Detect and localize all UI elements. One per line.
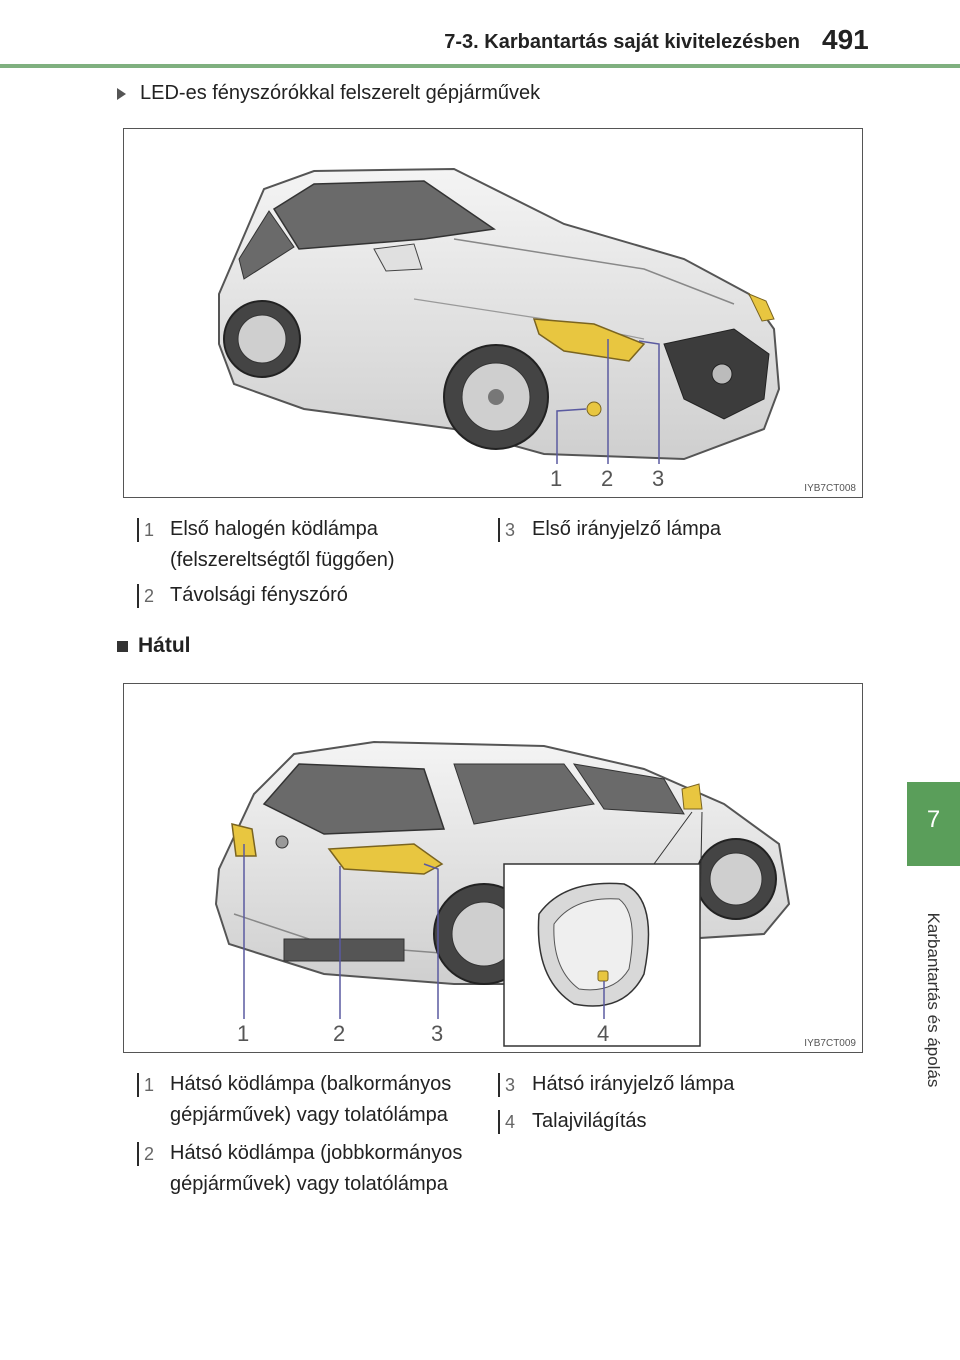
header-rule bbox=[0, 64, 960, 68]
square-bullet-icon bbox=[117, 640, 128, 652]
rear-heading-text: Hátul bbox=[138, 634, 191, 657]
front-callout-2: 2 bbox=[601, 466, 613, 491]
triangle-bullet-icon bbox=[117, 87, 126, 100]
rear-callout-2: 2 bbox=[333, 1021, 345, 1046]
front-legend-num-3: 3 bbox=[498, 518, 520, 542]
front-legend-3-line-1: Első irányjelző lámpa bbox=[532, 518, 721, 540]
rear-legend-num-3: 3 bbox=[498, 1073, 520, 1097]
front-legend-2-line-1: Távolsági fényszóró bbox=[170, 584, 348, 606]
front-callout-1: 1 bbox=[550, 466, 562, 491]
front-legend-num-2: 2 bbox=[137, 584, 159, 608]
chapter-title: 7-3. Karbantartás saját kivitelezésben bbox=[444, 31, 800, 53]
front-subheading-text: LED-es fényszórókkal felszerelt gépjármű… bbox=[140, 82, 541, 104]
rear-legend-2-line-1: Hátsó ködlámpa (jobbkormányos bbox=[170, 1142, 463, 1164]
front-legend-1-line-1: Első halogén ködlámpa bbox=[170, 518, 378, 540]
chapter-side-label: Karbantartás és ápolás bbox=[924, 912, 943, 1088]
rear-legend-num-2: 2 bbox=[137, 1142, 159, 1166]
rear-legend-1-line-1: Hátsó ködlámpa (balkormányos bbox=[170, 1073, 452, 1095]
rear-heading: Hátul bbox=[117, 634, 191, 658]
rear-legend-num-4: 4 bbox=[498, 1110, 520, 1134]
rear-legend-4-line-1: Talajvilágítás bbox=[532, 1110, 647, 1132]
rear-legend-2-line-2: gépjárművek) vagy tolatólámpa bbox=[170, 1173, 448, 1195]
front-legend-item-1: Első halogén ködlámpa (felszereltségtől … bbox=[170, 514, 395, 576]
front-legend-item-3: Első irányjelző lámpa bbox=[532, 514, 721, 545]
rear-car-illustration: 1 2 3 4 bbox=[214, 740, 791, 1047]
front-car-figure: 1 2 3 IYB7CT008 bbox=[123, 128, 863, 498]
rear-callout-4: 4 bbox=[597, 1021, 609, 1046]
front-figure-code: IYB7CT008 bbox=[804, 483, 856, 494]
rear-callout-1: 1 bbox=[237, 1021, 249, 1046]
rear-legend-item-2: Hátsó ködlámpa (jobbkormányos gépjárműve… bbox=[170, 1138, 462, 1200]
front-car-illustration: 1 2 3 bbox=[218, 167, 781, 491]
rear-legend-item-3: Hátsó irányjelző lámpa bbox=[532, 1069, 734, 1100]
rear-legend-item-4: Talajvilágítás bbox=[532, 1106, 647, 1137]
front-legend-1-line-2: (felszereltségtől függően) bbox=[170, 549, 395, 571]
chapter-tab-number: 7 bbox=[926, 806, 941, 833]
rear-legend-num-1: 1 bbox=[137, 1073, 159, 1097]
page-number: 491 bbox=[822, 24, 869, 55]
rear-legend-item-1: Hátsó ködlámpa (balkormányos gépjárművek… bbox=[170, 1069, 451, 1131]
front-legend-num-1: 1 bbox=[137, 518, 159, 542]
front-callout-3: 3 bbox=[652, 466, 664, 491]
front-subheading: LED-es fényszórókkal felszerelt gépjármű… bbox=[117, 82, 540, 105]
rear-car-figure: 1 2 3 4 IYB7CT009 bbox=[123, 683, 863, 1053]
rear-figure-code: IYB7CT009 bbox=[804, 1038, 856, 1049]
chapter-tab bbox=[907, 782, 960, 866]
rear-legend-3-line-1: Hátsó irányjelző lámpa bbox=[532, 1073, 735, 1095]
front-legend-item-2: Távolsági fényszóró bbox=[170, 580, 348, 611]
rear-legend-1-line-2: gépjárművek) vagy tolatólámpa bbox=[170, 1104, 448, 1126]
rear-callout-3: 3 bbox=[431, 1021, 443, 1046]
